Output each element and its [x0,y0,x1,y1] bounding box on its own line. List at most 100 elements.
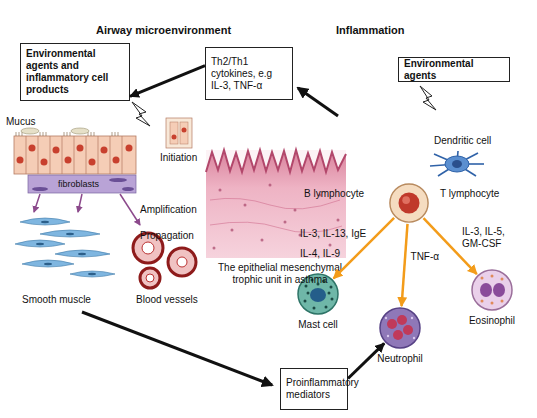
cell-label: T lymphocyte [440,188,499,200]
lymphocyte-cell-art-part [399,193,420,214]
eosinophil-cell-art-part-part [501,300,504,303]
neutrophil-cell: Neutrophil [378,306,422,350]
smooth-muscle-part-part [66,233,74,235]
smooth-muscle-part [55,250,110,257]
eosinophil-cell-art-part [493,283,505,297]
cell-label: Mast cell [288,319,348,331]
smooth-muscle [15,218,115,277]
epithelium-part-part [101,147,108,154]
mast-cell-art-part-part [330,286,333,289]
histology-image-part-part [213,247,216,250]
epithelium-part-part [38,136,39,174]
fibroblast-layer-part-part [109,178,127,182]
neutrophil-cell-art-part-part [411,317,413,319]
cell-label: Neutrophil [370,353,430,365]
mast-cell-art-part-part [325,306,328,309]
eosinophil-cell-art-part [480,283,492,297]
fibroblast-layer-part-part [32,187,48,191]
lymphocyte-cell: B lymphocyteT lymphocyte [388,182,430,224]
smooth-muscle-part [20,218,70,225]
epithelium-part-part [74,136,75,174]
cell-label: B lymphocyte [304,188,364,200]
histology-image-part-part [337,219,340,222]
eosinophil-cell: Eosinophil [470,268,514,312]
lymphocyte-cell-art-part [390,184,428,222]
text-label: Smooth muscle [22,294,91,306]
fibroblast-layer-part [28,175,136,193]
eosinophil-cell-art-part-part [491,302,494,305]
blood-vessels-part [140,268,160,288]
lightning-bolt-part [132,102,150,126]
blood-vessels-part [142,242,154,254]
epithelium-part-part [98,136,99,174]
dendritic-cell-art-part [452,160,462,168]
neutrophil-cell-art-part-part [387,319,397,329]
histology-image-part-part [329,244,332,247]
smooth-muscle-part [22,260,74,267]
text-label: fibroblasts [58,178,99,190]
epithelium-part-part [113,157,120,164]
smooth-muscle-part [70,271,115,277]
connector-arrow [423,218,476,274]
box-text: Environmental agents [404,58,504,82]
epithelium-part [21,128,39,134]
epithelium-part [26,136,122,174]
process-box: Environmental agents and inflammatory ce… [20,43,130,101]
fibroblast-layer-part-part [34,194,40,212]
text-label: The epithelial mesenchymal trophic unit … [210,262,350,286]
connector-arrow [334,218,395,279]
epithelium-part-part [53,147,60,154]
initiation-icon-part [172,135,177,140]
smooth-muscle-part [36,221,96,275]
epithelium-part-part [29,145,36,152]
cycle-arrow-part [82,312,272,385]
edge-label: TNF-α [411,251,440,263]
eosinophil-cell-art-part [472,270,512,310]
neutrophil-cell-art-part-part [403,325,413,335]
box-text: Th2/Th1 cytokines, e.g IL-3, TNF-α [211,56,283,92]
cytokine-box: Th2/Th1 cytokines, e.g IL-3, TNF-α [205,47,293,100]
text-label: IL-4, IL-9 [300,248,340,260]
smooth-muscle-part [15,240,65,247]
initiation-icon [166,118,192,148]
mast-cell-art-part-part [304,300,307,303]
eosinophil-cell-art-part-part [481,277,484,280]
neutrophil-cell-art-part-part [413,337,415,339]
epithelium-part [17,145,133,166]
epithelium-part-part [126,145,133,152]
neutrophil-cell-art-part-part [385,317,387,319]
histology-image [206,150,346,258]
histology-image-part [206,150,346,172]
connector-arrow [348,343,384,378]
initiation-icon-part [166,118,192,148]
initiation-icon-part [170,122,178,144]
blood-vessels-part [177,257,187,267]
smooth-muscle-part-part [44,263,52,265]
epithelium-part [71,128,89,134]
initiation-icon-part [180,122,188,144]
mast-cell-art-part [310,288,326,302]
neutrophil-cell-art-part-part [397,315,407,325]
smooth-muscle-part-part [36,243,44,245]
lightning-bolt-part [420,86,436,110]
connector-arrow [130,66,205,97]
histology-image-part [206,150,346,258]
smooth-muscle-part-part [41,221,49,223]
epithelium-part-part [86,136,87,174]
histology-image-part-part [269,184,272,187]
fibroblast-layer-part-part [122,187,134,191]
text-label: Inflammation [336,24,404,36]
process-box: Environmental agents [398,57,510,82]
blood-vessels [133,233,196,288]
smooth-muscle-part-part [78,253,86,255]
neutrophil-cell-art-part-part [393,330,403,340]
fibroblast-layer-part-part [120,194,140,225]
neutrophil-cell-art-part-part [387,335,389,337]
epithelium-part [14,136,136,174]
neutrophil-cell-art-part [387,315,413,340]
cell-label: Dendritic cell [434,135,491,147]
eosinophil-cell-art-part-part [491,275,494,278]
cycle-arrow-part [298,88,338,116]
box-text: Proinflammatory mediators [286,377,359,401]
